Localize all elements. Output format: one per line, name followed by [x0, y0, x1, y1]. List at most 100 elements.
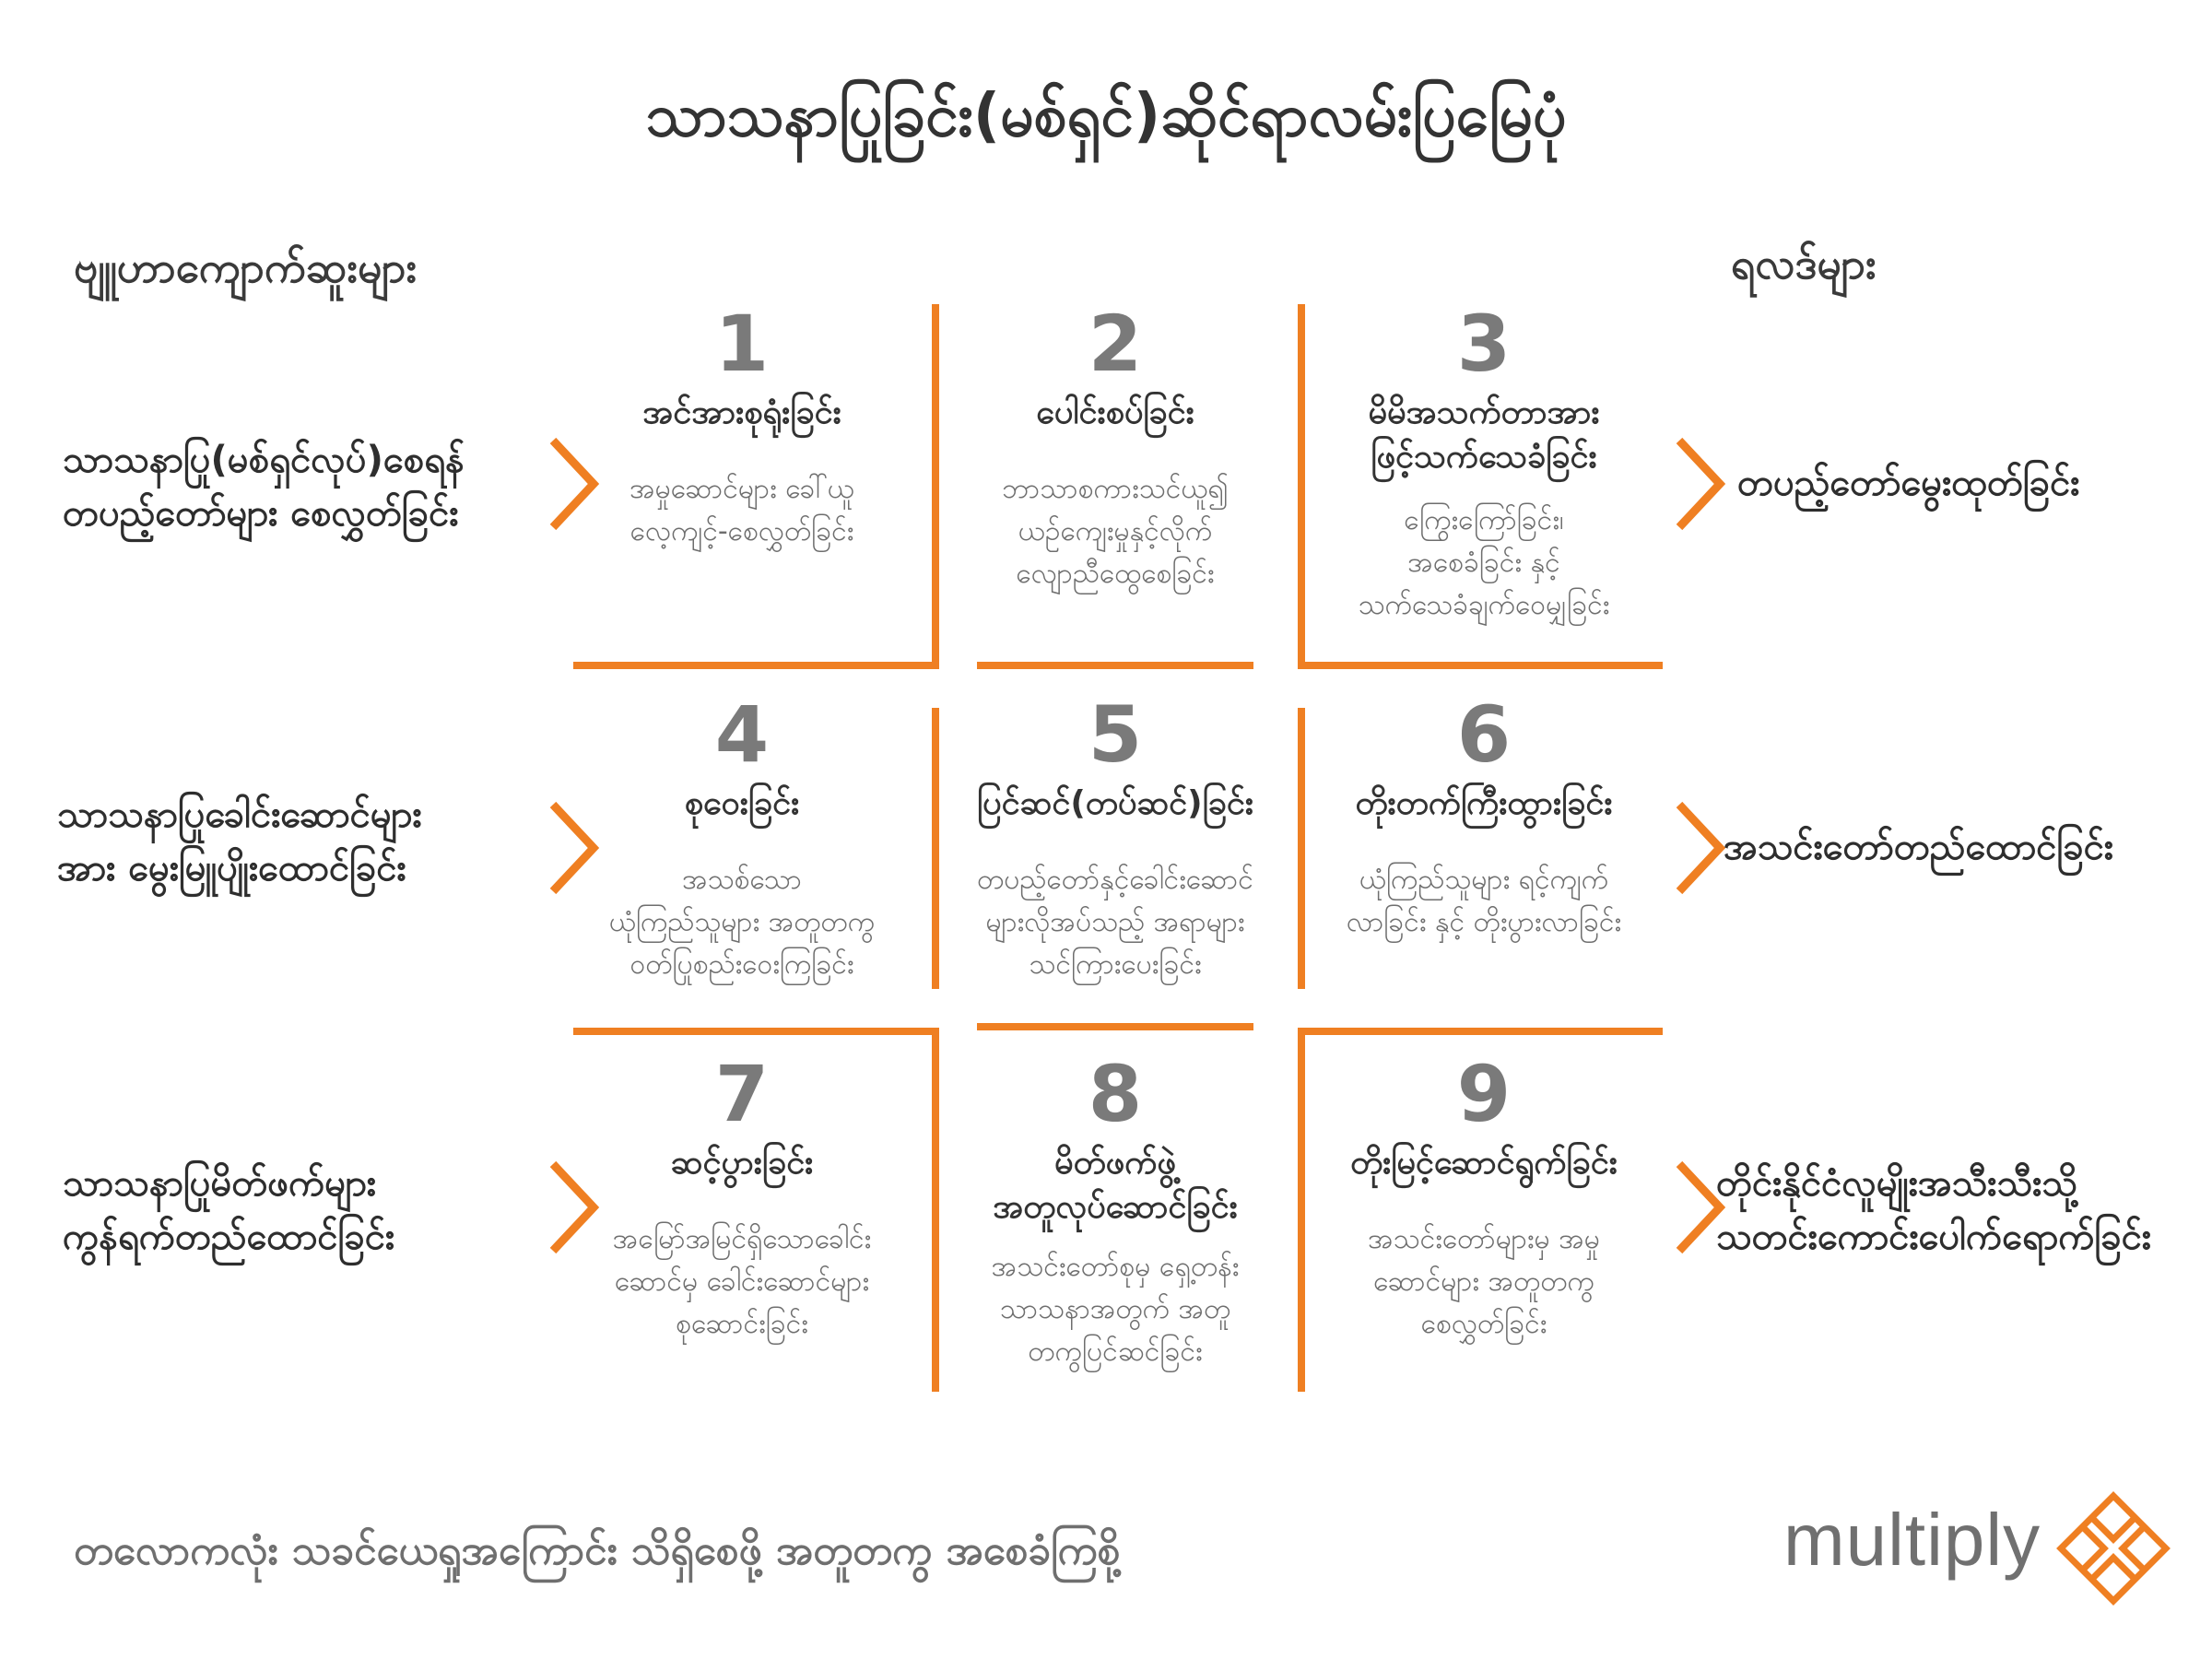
grid-line	[573, 662, 939, 669]
grid-line	[1298, 708, 1305, 989]
step-description-line: သာသနာအတွက် အတူ	[999, 1293, 1231, 1325]
multiply-logo-icon	[2056, 1491, 2171, 1606]
strategy-row-1-line-1: သာသနာပြု(မစ်ရှင်လုပ်)စေရန်	[63, 439, 465, 481]
strategy-row-3-line-2: ကွန်ရက်တည်ထောင်ခြင်း	[63, 1216, 395, 1258]
step-description: ကြွေးကြော်ခြင်း၊ အစေခံခြင်း နှင့် သက်သေခ…	[1309, 500, 1659, 627]
chevron-right-icon	[549, 437, 600, 531]
step-description: တပည့်တော်နှင့်ခေါင်းဆောင် များလိုအပ်သည့်…	[940, 859, 1290, 986]
page-title: သာသနာပြုခြင်း(မစ်ရှင်)ဆိုင်ရာလမ်းပြမြေပု…	[645, 82, 1567, 150]
strategy-row-1: သာသနာပြု(မစ်ရှင်လုပ်)စေရန် တပည့်တော်များ…	[63, 433, 542, 540]
step-title-line: တိုးမြင့်ဆောင်ရွက်ခြင်း	[1350, 1144, 1618, 1182]
step-description-line: စုဆောင်းခြင်း	[676, 1308, 808, 1340]
step-title: စုဝေးခြင်း	[567, 782, 917, 826]
step-description-line: လေ့ကျင့်-စေလွှတ်ခြင်း	[629, 515, 854, 547]
step-description-line: သင်ကြားပေးခြင်း	[1029, 948, 1202, 981]
step-description-line: ဝတ်ပြုစည်းဝေးကြခြင်း	[629, 948, 854, 981]
step-cell-6: 6 တိုးတက်ကြီးထွားခြင်း ယုံကြည်သူများ ရင့…	[1309, 693, 1659, 944]
step-description: အသင်းတော်စုမှ ရှေ့တန်း သာသနာအတွက် အတူ တက…	[940, 1246, 1290, 1373]
step-description-line: ဘာသာစကားသင်ယူ၍	[1002, 473, 1229, 505]
outcome-line: အသင်းတော်တည်ထောင်ခြင်း	[1724, 826, 2114, 868]
step-description-line: အစေခံခြင်း နှင့်	[1407, 547, 1560, 579]
step-cell-3: 3 မိမိအသက်တာအား ဖြင့်သက်သေခံခြင်း ကြွေးက…	[1309, 302, 1659, 627]
step-number: 4	[714, 689, 770, 780]
step-title-line: ဖြင့်သက်သေခံခြင်း	[1371, 438, 1597, 476]
step-description: ယုံကြည်သူများ ရင့်ကျက် လာခြင်း နှင့် တို…	[1309, 859, 1659, 944]
step-description: အသစ်သော ယုံကြည်သူများ အတူတကွ ဝတ်ပြုစည်းဝ…	[567, 859, 917, 986]
step-cell-1: 1 အင်အားစုရုံးခြင်း အမှုဆောင်များ ခေါ်ယူ…	[567, 302, 917, 553]
grid-line	[1298, 662, 1663, 669]
strategies-heading: ဗျူဟာကျောက်ဆူးများ	[74, 242, 418, 292]
step-cell-8: 8 မိတ်ဖက်ဖွဲ့ အတူလုပ်ဆောင်ခြင်း အသင်းတော…	[940, 1053, 1290, 1373]
step-description-line: အသင်းတော်စုမှ ရှေ့တန်း	[991, 1251, 1240, 1283]
strategy-row-3: သာသနာပြုမိတ်ဖက်များ ကွန်ရက်တည်ထောင်ခြင်း	[63, 1157, 542, 1264]
footer-tagline: တလောကလုံး သခင်ယေရှုအကြောင်း သိရှိစေဖို့ …	[74, 1527, 1121, 1574]
strategy-row-2-line-1: သာသနာပြုခေါင်းဆောင်များ	[57, 794, 422, 836]
outcome-2: အသင်းတော်တည်ထောင်ခြင်း	[1724, 820, 2113, 874]
step-number: 3	[1456, 299, 1512, 389]
chevron-right-icon	[1676, 801, 1726, 895]
strategy-row-1-line-2: တပည့်တော်များ စေလွှတ်ခြင်း	[63, 492, 459, 535]
step-description-line: အမှုဆောင်များ ခေါ်ယူ	[629, 473, 854, 505]
grid-line	[977, 1023, 1253, 1030]
step-description-line: ဆောင်များ အတူတကွ	[1373, 1265, 1594, 1298]
outcome-line: သတင်းကောင်းပေါက်ရောက်ခြင်း	[1716, 1216, 2152, 1258]
step-title-line: တိုးတက်ကြီးထွားခြင်း	[1355, 784, 1613, 822]
step-cell-2: 2 ပေါင်းစပ်ခြင်း ဘာသာစကားသင်ယူ၍ ယဉ်ကျေးမ…	[940, 302, 1290, 595]
step-description-line: တကွပြင်ဆင်ခြင်း	[1028, 1335, 1203, 1368]
grid-line	[932, 1028, 939, 1392]
step-description: အမှုဆောင်များ ခေါ်ယူ လေ့ကျင့်-စေလွှတ်ခြင…	[567, 468, 917, 553]
step-description: အမြော်အမြင်ရှိသောခေါင်း ဆောင်မှ ခေါင်းဆေ…	[567, 1218, 917, 1346]
grid-line	[932, 304, 939, 668]
strategy-row-3-line-1: သာသနာပြုမိတ်ဖက်များ	[63, 1162, 377, 1205]
step-description-line: ယုံကြည်သူများ ရင့်ကျက်	[1359, 864, 1609, 896]
step-title: ပြင်ဆင်(တပ်ဆင်)ခြင်း	[940, 782, 1290, 826]
step-description-line: အသင်းတော်များမှ အမှု	[1368, 1223, 1600, 1255]
step-title-line: ပြင်ဆင်(တပ်ဆင်)ခြင်း	[977, 784, 1253, 822]
step-number: 7	[714, 1049, 770, 1139]
step-description-line: အသစ်သော	[682, 864, 802, 896]
step-description-line: စေလွှတ်ခြင်း	[1420, 1308, 1547, 1340]
step-number: 8	[1088, 1049, 1143, 1139]
step-number: 2	[1088, 299, 1143, 389]
step-cell-7: 7 ဆင့်ပွားခြင်း အမြော်အမြင်ရှိသောခေါင်း …	[567, 1053, 917, 1346]
step-description-line: လျောညီထွေစေခြင်း	[1016, 558, 1215, 590]
outcomes-heading: ရလဒ်များ	[1731, 239, 1877, 288]
step-description-line: များလိုအပ်သည့် အရာများ	[985, 906, 1245, 938]
chevron-right-icon	[1676, 437, 1726, 531]
step-title: ဆင့်ပွားခြင်း	[567, 1141, 917, 1185]
step-title: မိမိအသက်တာအား ဖြင့်သက်သေခံခြင်း	[1309, 391, 1659, 479]
grid-line	[977, 662, 1253, 669]
outcome-line: တိုင်းနိုင်ငံလူမျိုးအသီးသီးသို့	[1716, 1162, 2077, 1205]
logo-wordmark: multiply	[1783, 1499, 2041, 1581]
step-number: 1	[714, 299, 770, 389]
step-cell-5: 5 ပြင်ဆင်(တပ်ဆင်)ခြင်း တပည့်တော်နှင့်ခေါ…	[940, 693, 1290, 986]
chevron-right-icon	[549, 1160, 600, 1254]
step-title-line: မိတ်ဖက်ဖွဲ့	[1054, 1144, 1176, 1182]
step-title-line: စုဝေးခြင်း	[684, 784, 800, 822]
step-number: 9	[1456, 1049, 1512, 1139]
outcome-3: တိုင်းနိုင်ငံလူမျိုးအသီးသီးသို့ သတင်းကော…	[1716, 1157, 2151, 1264]
strategy-row-2-line-2: အား မွေးမြူပျိုးထောင်ခြင်း	[57, 847, 406, 889]
step-title-line: အင်အားစုရုံးခြင်း	[642, 394, 841, 431]
grid-line	[1298, 1028, 1663, 1035]
outcome-1: တပည့်တော်မွေးထုတ်ခြင်း	[1737, 456, 2079, 510]
step-description-line: ယဉ်ကျေးမှုနှင့်လိုက်	[1018, 515, 1213, 547]
step-title: တိုးတက်ကြီးထွားခြင်း	[1309, 782, 1659, 826]
step-description-line: ဆောင်မှ ခေါင်းဆောင်များ	[614, 1265, 870, 1298]
step-description-line: ယုံကြည်သူများ အတူတကွ	[608, 906, 876, 938]
step-title: အင်အားစုရုံးခြင်း	[567, 391, 917, 435]
step-description: ဘာသာစကားသင်ယူ၍ ယဉ်ကျေးမှုနှင့်လိုက် လျော…	[940, 468, 1290, 595]
step-number: 5	[1088, 689, 1143, 780]
step-description-line: တပည့်တော်နှင့်ခေါင်းဆောင်	[977, 864, 1253, 896]
step-title-line: ပေါင်းစပ်ခြင်း	[1036, 394, 1194, 431]
step-cell-9: 9 တိုးမြင့်ဆောင်ရွက်ခြင်း အသင်းတော်များမ…	[1309, 1053, 1659, 1346]
grid-line	[932, 708, 939, 989]
step-title: ပေါင်းစပ်ခြင်း	[940, 391, 1290, 435]
step-number: 6	[1456, 689, 1512, 780]
outcome-line: တပည့်တော်မွေးထုတ်ခြင်း	[1737, 462, 2080, 504]
step-description-line: သက်သေခံချက်ဝေမျှခြင်း	[1358, 589, 1610, 621]
strategy-row-2: သာသနာပြုခေါင်းဆောင်များ အား မွေးမြူပျိုး…	[57, 788, 536, 895]
step-title: မိတ်ဖက်ဖွဲ့ အတူလုပ်ဆောင်ခြင်း	[940, 1141, 1290, 1230]
step-title-line: မိမိအသက်တာအား	[1368, 394, 1600, 431]
grid-line	[1298, 1028, 1305, 1392]
